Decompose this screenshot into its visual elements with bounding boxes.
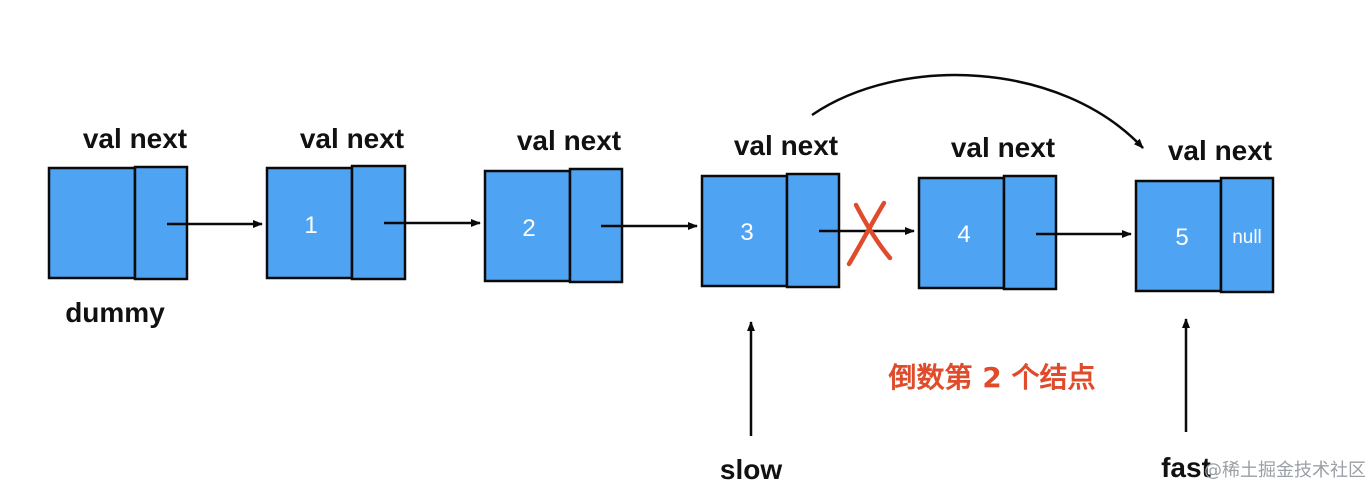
node-header-label: val next [83,123,187,154]
fast-pointer: fast [1161,318,1211,483]
null-label: null [1232,227,1262,248]
node-header-label: val next [734,130,838,161]
node-val-cell [700,174,789,288]
fast-label: fast [1161,452,1211,483]
node-val-cell [47,166,137,280]
node-header-label: val next [1168,135,1272,166]
watermark: @稀土掘金技术社区 [1204,460,1366,481]
node-val-cell [1134,179,1223,293]
node-val-cell [265,166,354,280]
node-value: 4 [957,221,970,248]
slow-label: slow [720,454,782,485]
node-value: 5 [1175,224,1188,251]
node-next-cell [1219,176,1275,294]
list-node-2: val next 2 [483,125,624,284]
node-header-label: val next [300,123,404,154]
node-value: 1 [304,212,317,239]
list-node-1: val next 1 [265,123,407,281]
node-header-label: val next [951,132,1055,163]
annotation-text: 倒数第 2 个结点 [888,361,1096,394]
slow-pointer: slow [720,321,782,485]
cross-mark-icon [846,200,893,267]
list-node-4: val next 4 [917,132,1058,291]
node-value: 3 [740,219,753,246]
node-next-cell [1002,174,1058,291]
bypass-arrow [811,73,1144,149]
dummy-label: dummy [65,297,165,328]
node-value: 2 [522,215,535,242]
list-node-5: val next 5 null [1134,135,1275,294]
node-header-label: val next [517,125,621,156]
list-node-3: val next 3 [700,130,841,289]
node-val-cell [917,176,1006,290]
list-node-dummy: val next dummy [47,123,189,328]
